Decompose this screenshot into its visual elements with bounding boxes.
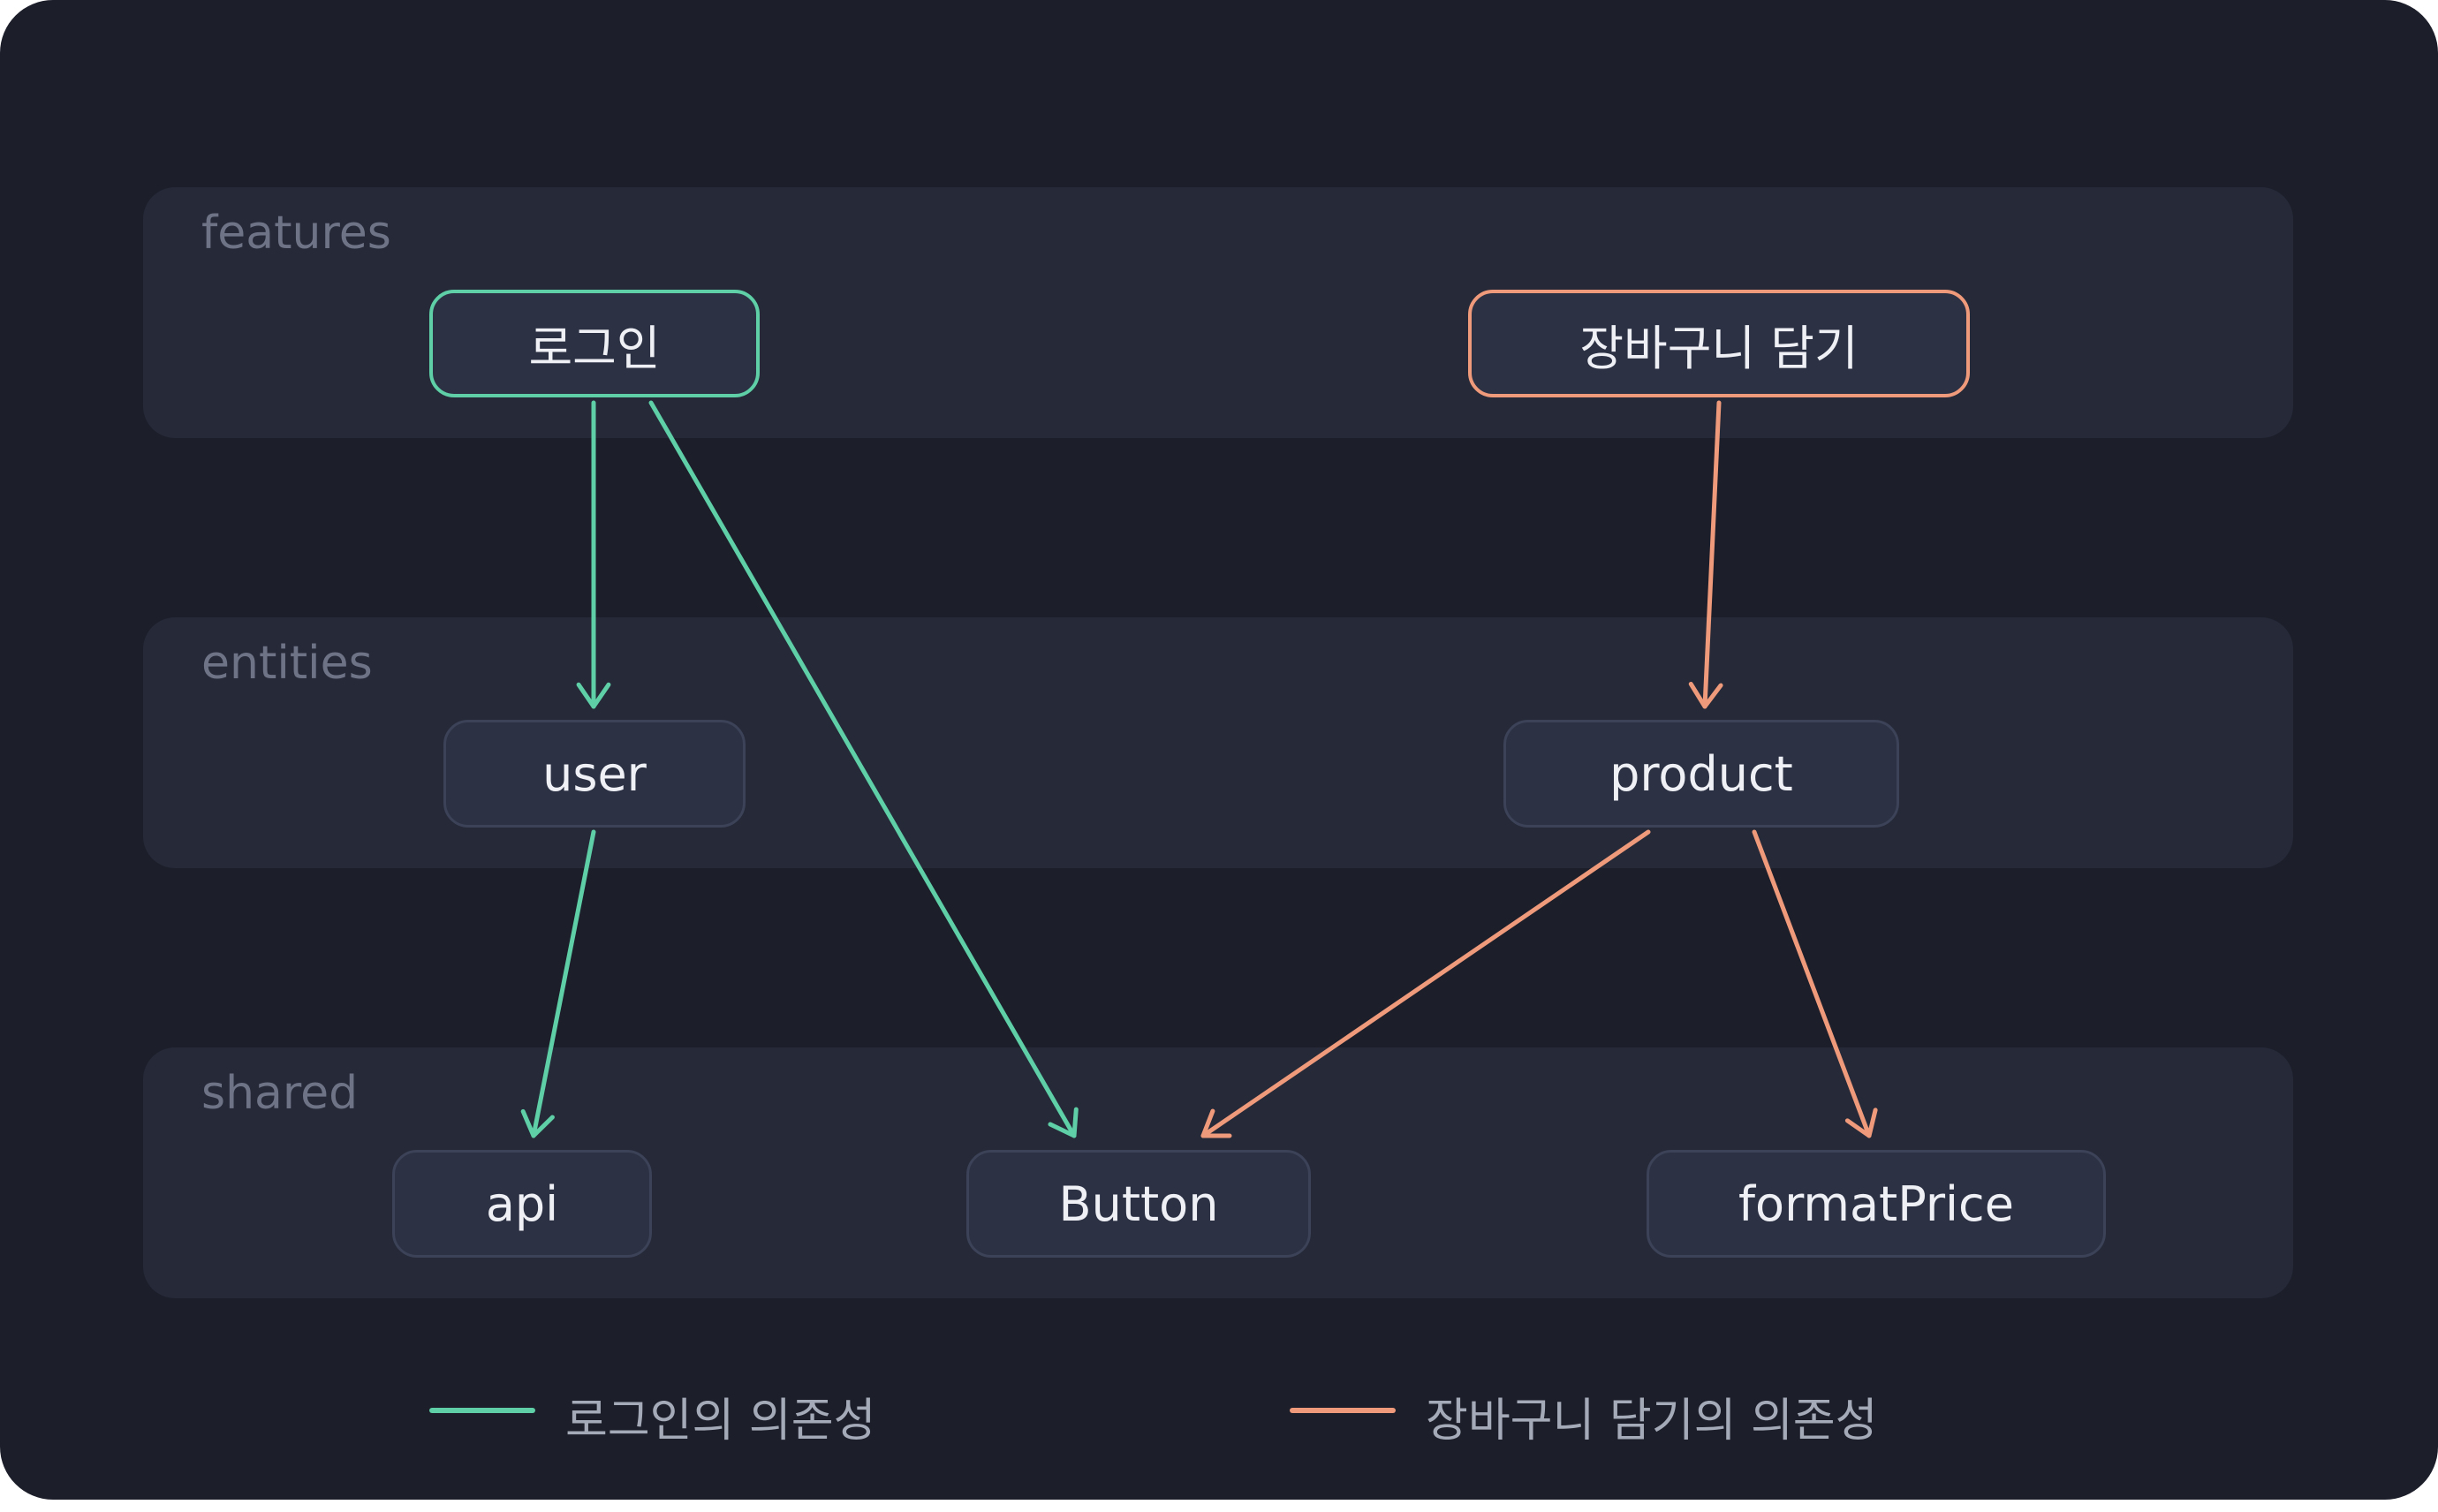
node-user-label: user <box>542 745 647 802</box>
node-cart[interactable]: 장바구니 담기 <box>1468 290 1970 397</box>
node-button[interactable]: Button <box>966 1150 1311 1258</box>
node-login-label: 로그인 <box>528 320 661 376</box>
node-login[interactable]: 로그인 <box>429 290 760 397</box>
layer-label-entities: entities <box>201 637 373 690</box>
node-product-label: product <box>1609 745 1793 802</box>
node-formatprice-label: formatPrice <box>1738 1176 2014 1232</box>
node-product[interactable]: product <box>1503 720 1899 828</box>
node-user[interactable]: user <box>443 720 746 828</box>
layer-label-features: features <box>201 207 391 260</box>
node-api[interactable]: api <box>392 1150 652 1258</box>
node-api-label: api <box>485 1176 559 1232</box>
legend-line-login <box>429 1408 535 1413</box>
node-cart-label: 장바구니 담기 <box>1579 320 1859 376</box>
legend-text-login: 로그인의 의존성 <box>565 1395 876 1448</box>
legend-line-cart <box>1290 1408 1396 1413</box>
legend-text-cart: 장바구니 담기의 의존성 <box>1426 1395 1878 1448</box>
node-formatprice[interactable]: formatPrice <box>1647 1150 2106 1258</box>
node-button-label: Button <box>1058 1176 1219 1232</box>
layer-label-shared: shared <box>201 1067 359 1120</box>
